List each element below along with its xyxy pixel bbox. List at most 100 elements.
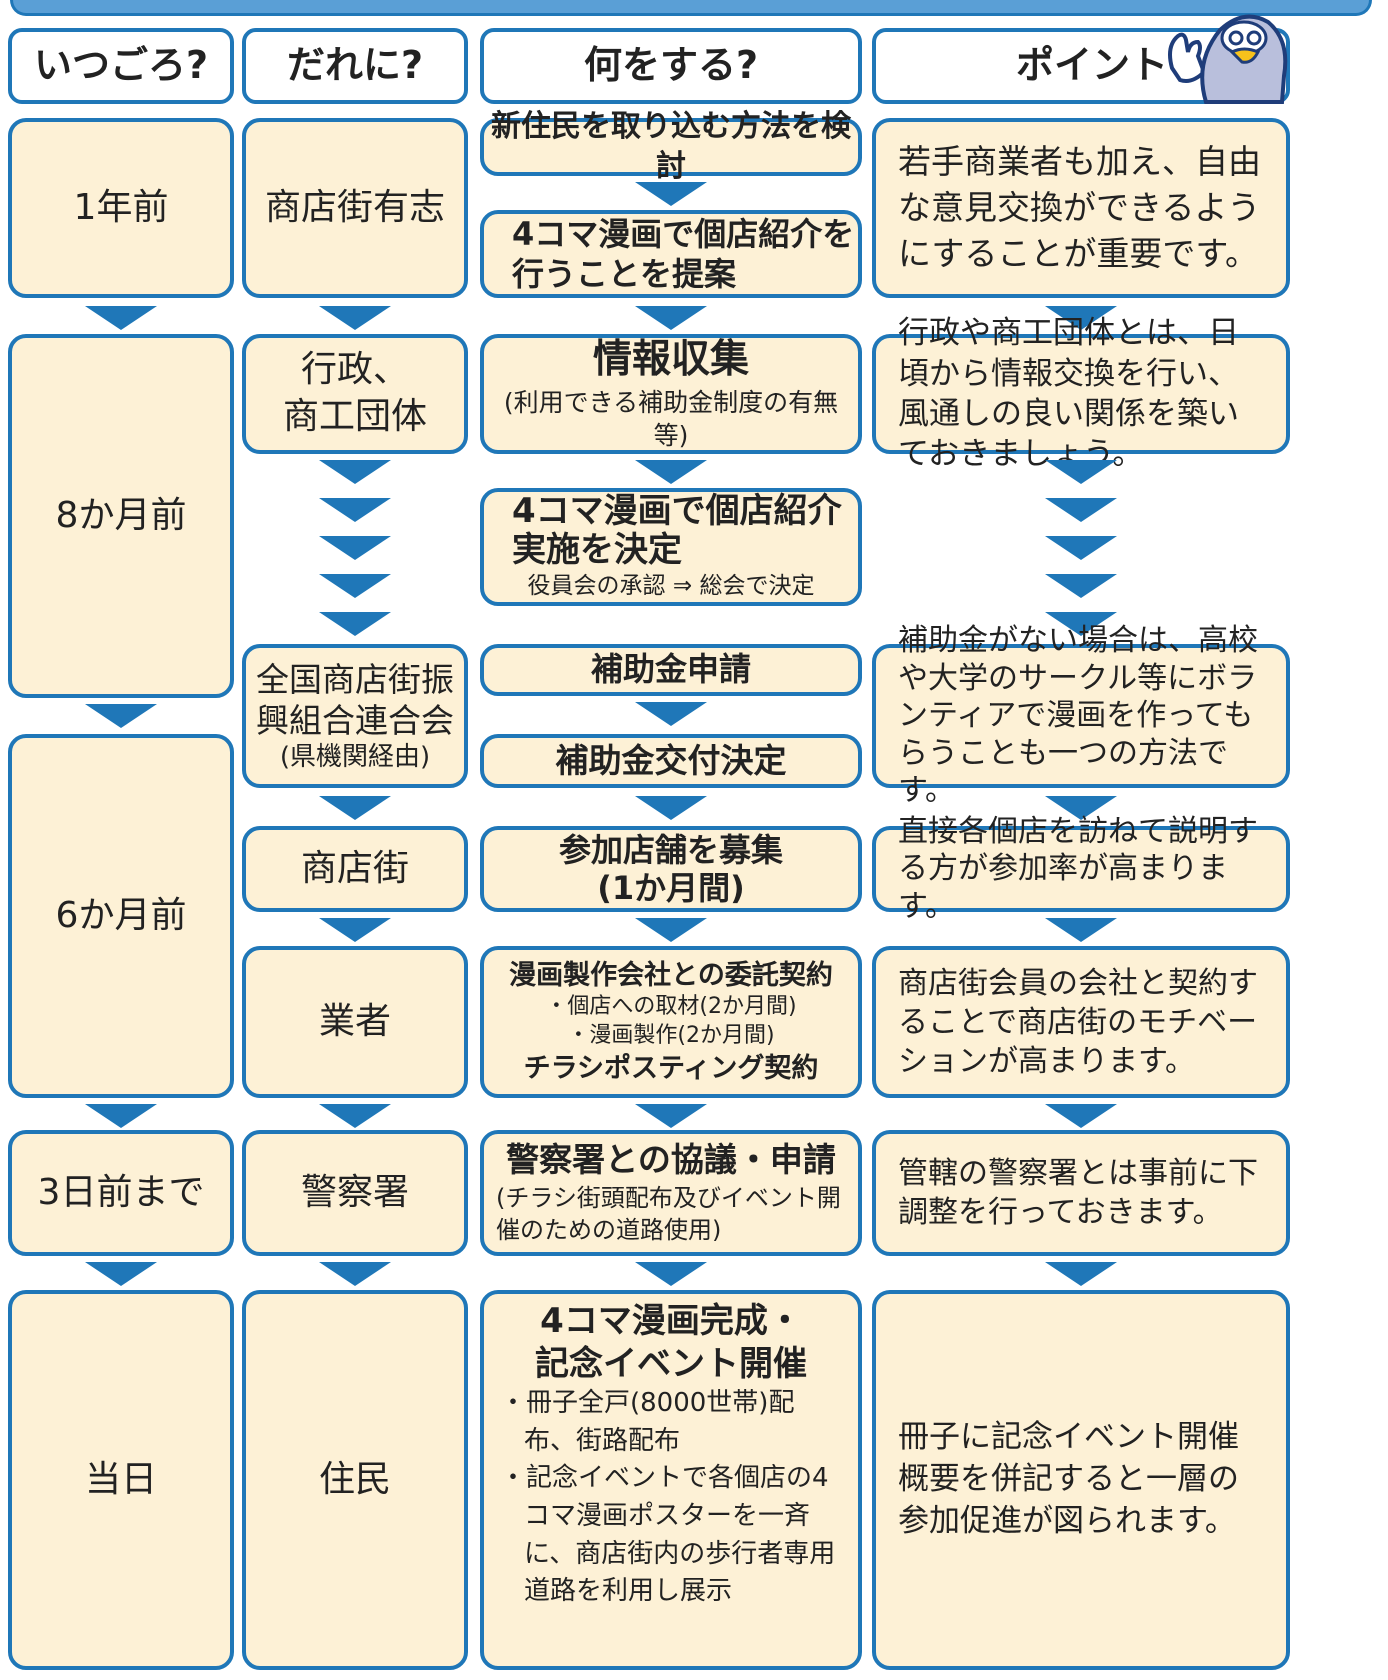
step-complete-event-list: ・冊子全戸(8000世帯)配布、街路配布 ・記念イベントで各個店の4コマ漫画ポス… bbox=[496, 1385, 846, 1611]
point-6-text: 管轄の警察署とは事前に下調整を行っておきます。 bbox=[898, 1156, 1258, 1230]
arrow-down bbox=[635, 1262, 707, 1286]
header-what: 何をする? bbox=[480, 28, 862, 104]
penguin-mascot-icon bbox=[1168, 14, 1288, 104]
step-apply-subsidy: 補助金申請 bbox=[480, 644, 862, 696]
arrow-down bbox=[319, 306, 391, 330]
actor-contractor-label: 業者 bbox=[318, 1000, 391, 1042]
point-2: 行政や商工団体とは、日頃から情報交換を行い、風通しの良い関係を築いておきましょう… bbox=[872, 315, 1290, 472]
step-complete-event: 4コマ漫画完成・ 記念イベント開催 ・冊子全戸(8000世帯)配布、街路配布 ・… bbox=[480, 1290, 862, 1670]
arrow-down bbox=[319, 498, 391, 522]
point-1: 若手商業者も加え、自由な意見交換ができるようにすることが重要です。 bbox=[872, 118, 1290, 298]
arrow-down bbox=[1045, 498, 1117, 522]
step-contracts-item2: ・漫画製作(2か月間) bbox=[567, 1023, 775, 1048]
arrow-down bbox=[319, 536, 391, 560]
step-police-title: 警察署との協議・申請 bbox=[506, 1140, 836, 1180]
header-who-label: だれに? bbox=[286, 43, 424, 88]
header-when: いつごろ? bbox=[8, 28, 234, 104]
step-info-gathering-title: 情報収集 bbox=[592, 336, 749, 382]
step-recruit-stores-label: 参加店舗を募集 (1か月間) bbox=[558, 830, 783, 907]
point-3-text: 補助金がない場合は、高校や大学のサークル等にボランティアで漫画を作ってもらうこと… bbox=[898, 623, 1258, 809]
time-3days-label: 3日前まで bbox=[37, 1171, 205, 1213]
step-info-gathering: 情報収集 (利用できる補助金制度の有無等) bbox=[480, 334, 862, 454]
arrow-down bbox=[319, 796, 391, 820]
step-decide-title: 4コマ漫画で個店紹介 実施を決定 bbox=[512, 491, 842, 571]
step-contracts: 漫画製作会社との委託契約 ・個店への取材(2か月間) ・漫画製作(2か月間) チ… bbox=[480, 946, 862, 1098]
arrow-down bbox=[319, 460, 391, 484]
time-1year: 1年前 bbox=[8, 118, 234, 298]
actor-federation-sub: (県機関経由) bbox=[279, 742, 431, 772]
actor-federation-label: 全国商店街振興組合連合会 bbox=[256, 659, 454, 740]
actor-volunteers-label: 商店街有志 bbox=[264, 186, 445, 228]
actor-government: 行政、 商工団体 bbox=[242, 334, 468, 454]
point-2-text: 行政や商工団体とは、日頃から情報交換を行い、風通しの良い関係を築いておきましょう… bbox=[898, 315, 1239, 473]
step-consider: 新住民を取り込む方法を検討 bbox=[480, 109, 862, 184]
step-propose: 4コマ漫画で個店紹介を 行うことを提案 bbox=[480, 210, 862, 298]
time-3days: 3日前まで bbox=[8, 1130, 234, 1256]
arrow-down bbox=[1045, 796, 1117, 820]
step-police-sub: (チラシ街頭配布及びイベント開催のための道路使用) bbox=[496, 1184, 841, 1245]
step-info-gathering-sub: (利用できる補助金制度の有無等) bbox=[503, 387, 839, 451]
actor-shopping-street-label: 商店街 bbox=[300, 847, 409, 889]
arrow-down bbox=[1045, 536, 1117, 560]
arrow-down bbox=[635, 918, 707, 942]
point-1-text: 若手商業者も加え、自由な意見交換ができるようにすることが重要です。 bbox=[898, 141, 1261, 274]
actor-residents: 住民 bbox=[242, 1290, 468, 1670]
time-6months: 6か月前 bbox=[8, 734, 234, 1098]
step-recruit-stores: 参加店舗を募集 (1か月間) bbox=[480, 826, 862, 912]
step-subsidy-decision: 補助金交付決定 bbox=[480, 734, 862, 788]
step-subsidy-decision-label: 補助金交付決定 bbox=[555, 740, 787, 780]
step-decide: 4コマ漫画で個店紹介 実施を決定 役員会の承認 ⇒ 総会で決定 bbox=[480, 488, 862, 606]
point-4-text: 直接各個店を訪ねて説明する方が参加率が高まります。 bbox=[898, 813, 1258, 924]
arrow-down bbox=[635, 306, 707, 330]
point-3: 補助金がない場合は、高校や大学のサークル等にボランティアで漫画を作ってもらうこと… bbox=[872, 623, 1290, 808]
arrow-down bbox=[635, 460, 707, 484]
time-1year-label: 1年前 bbox=[73, 186, 169, 228]
step-complete-event-title: 4コマ漫画完成・ 記念イベント開催 bbox=[535, 1301, 807, 1384]
arrow-down bbox=[319, 1262, 391, 1286]
actor-federation: 全国商店街振興組合連合会 (県機関経由) bbox=[242, 644, 468, 788]
arrow-down bbox=[1045, 574, 1117, 598]
arrow-down bbox=[1045, 1262, 1117, 1286]
arrow-down bbox=[635, 702, 707, 726]
arrow-down bbox=[319, 1104, 391, 1128]
actor-volunteers: 商店街有志 bbox=[242, 118, 468, 298]
arrow-down bbox=[1045, 612, 1117, 636]
arrow-down bbox=[85, 1104, 157, 1128]
time-6months-label: 6か月前 bbox=[55, 894, 187, 936]
arrow-down bbox=[319, 574, 391, 598]
step-decide-sub: 役員会の承認 ⇒ 総会で決定 bbox=[527, 572, 815, 599]
header-who: だれに? bbox=[242, 28, 468, 104]
step-contracts-title: 漫画製作会社との委託契約 bbox=[509, 960, 833, 992]
step-propose-label: 4コマ漫画で個店紹介を 行うことを提案 bbox=[512, 215, 855, 293]
point-7-text: 冊子に記念イベント開催概要を併記すると一層の参加促進が図られます。 bbox=[898, 1419, 1239, 1539]
arrow-down bbox=[1045, 460, 1117, 484]
step-contracts-title2: チラシポスティング契約 bbox=[523, 1052, 819, 1084]
arrow-down bbox=[85, 704, 157, 728]
point-7: 冊子に記念イベント開催概要を併記すると一層の参加促進が図られます。 bbox=[872, 1290, 1290, 1670]
arrow-down bbox=[635, 796, 707, 820]
time-8months: 8か月前 bbox=[8, 334, 234, 698]
step-apply-subsidy-label: 補助金申請 bbox=[590, 650, 751, 689]
time-8months-label: 8か月前 bbox=[55, 494, 187, 536]
point-5: 商店街会員の会社と契約することで商店街のモチベーションが高まります。 bbox=[872, 946, 1290, 1098]
actor-contractor: 業者 bbox=[242, 946, 468, 1098]
arrow-down bbox=[85, 306, 157, 330]
time-dayof-label: 当日 bbox=[84, 1458, 157, 1500]
point-5-text: 商店街会員の会社と契約することで商店街のモチベーションが高まります。 bbox=[898, 965, 1258, 1079]
arrow-down bbox=[1045, 918, 1117, 942]
step-police: 警察署との協議・申請 (チラシ街頭配布及びイベント開催のための道路使用) bbox=[480, 1130, 862, 1256]
actor-police: 警察署 bbox=[242, 1130, 468, 1256]
header-what-label: 何をする? bbox=[583, 43, 759, 88]
arrow-down bbox=[1045, 1104, 1117, 1128]
arrow-down bbox=[85, 1262, 157, 1286]
header-when-label: いつごろ? bbox=[33, 43, 209, 88]
arrow-down bbox=[319, 612, 391, 636]
actor-residents-label: 住民 bbox=[318, 1458, 391, 1500]
actor-police-label: 警察署 bbox=[300, 1171, 409, 1213]
actor-government-label: 行政、 商工団体 bbox=[282, 349, 427, 437]
list-item: ・冊子全戸(8000世帯)配布、街路配布 bbox=[500, 1388, 795, 1456]
actor-shopping-street: 商店街 bbox=[242, 826, 468, 912]
step-contracts-item1: ・個店への取材(2か月間) bbox=[545, 994, 797, 1020]
arrow-down bbox=[319, 918, 391, 942]
header-point-label: ポイント bbox=[1016, 43, 1169, 88]
